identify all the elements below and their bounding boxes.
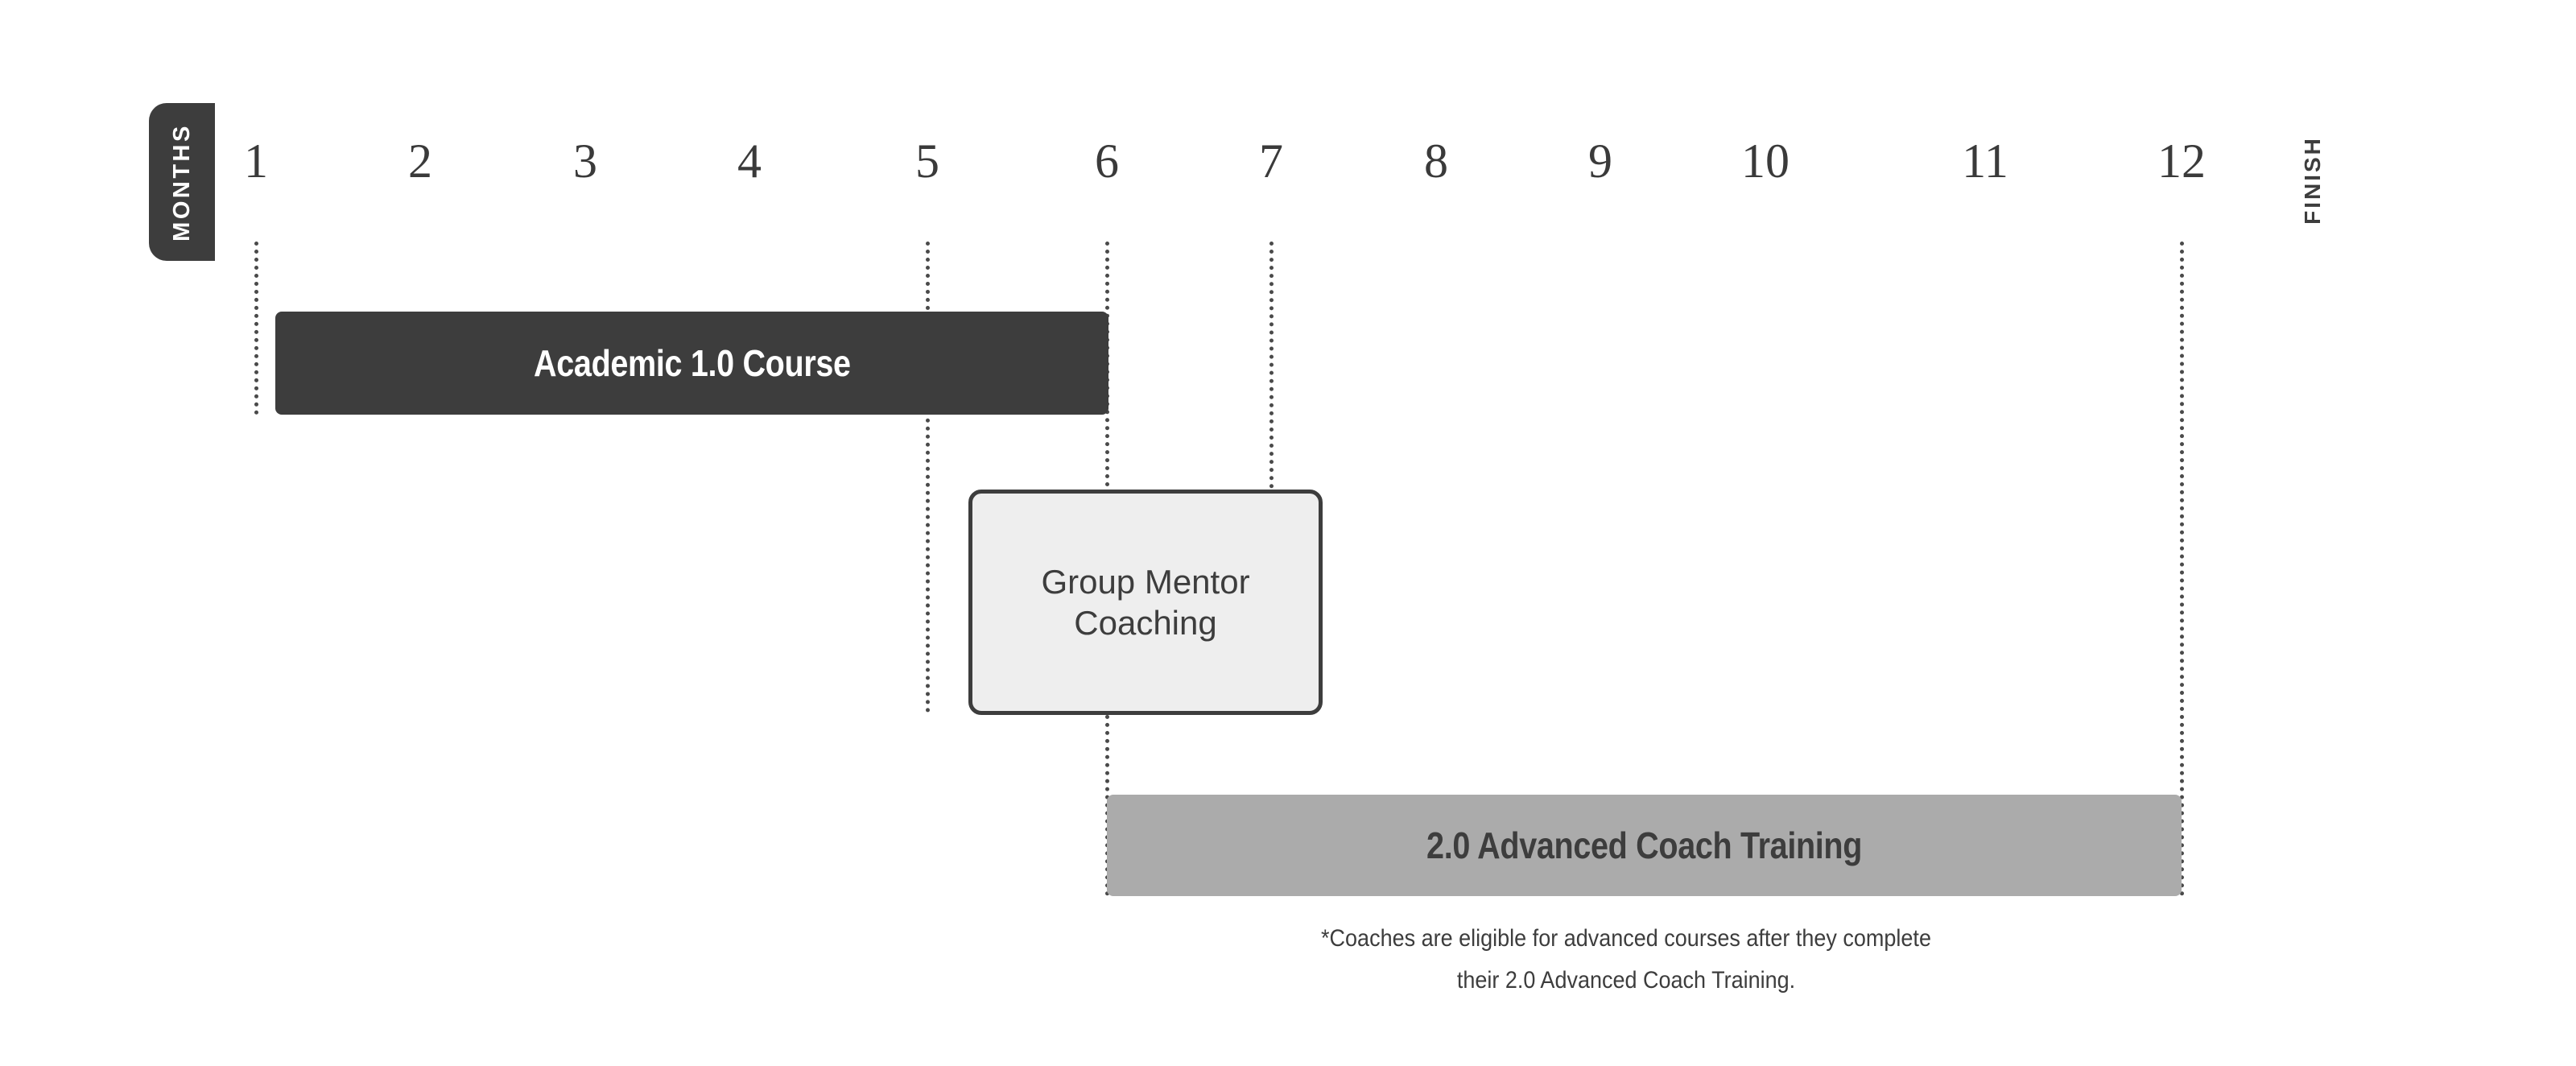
month-tick-3: 3 [573, 134, 597, 188]
month-tick-11: 11 [1962, 134, 2008, 188]
guide-line-month-5 [926, 242, 930, 713]
month-tick-7: 7 [1259, 134, 1283, 188]
task-bar-label: Academic 1.0 Course [533, 342, 851, 384]
months-axis-label: MONTHS [168, 122, 195, 242]
task-box-label-line1: Group Mentor [1041, 562, 1250, 601]
footnote: *Coaches are eligible for advanced cours… [1249, 918, 2003, 1001]
months-axis-badge: MONTHS [149, 103, 215, 261]
task-box-label: Group Mentor Coaching [1041, 561, 1249, 643]
finish-label: FINISH [2290, 105, 2322, 258]
month-tick-9: 9 [1588, 134, 1612, 188]
guide-line-month-1 [254, 242, 258, 415]
task-bar-advanced-coach-training[interactable]: 2.0 Advanced Coach Training [1107, 795, 2182, 896]
guide-line-month-12 [2180, 242, 2184, 896]
footnote-line-2: their 2.0 Advanced Coach Training. [1456, 966, 1796, 994]
month-tick-8: 8 [1424, 134, 1448, 188]
task-box-label-line2: Coaching [1074, 604, 1217, 642]
month-tick-4: 4 [737, 134, 762, 188]
month-tick-5: 5 [915, 134, 939, 188]
guide-line-month-7 [1269, 242, 1274, 715]
month-tick-2: 2 [408, 134, 432, 188]
task-bar-label: 2.0 Advanced Coach Training [1426, 824, 1863, 866]
month-tick-6: 6 [1095, 134, 1119, 188]
month-tick-10: 10 [1741, 134, 1790, 188]
task-box-group-mentor-coaching[interactable]: Group Mentor Coaching [968, 490, 1323, 715]
footnote-line-1: *Coaches are eligible for advanced cours… [1321, 925, 1931, 952]
task-bar-academic-1-0-course[interactable]: Academic 1.0 Course [275, 312, 1108, 415]
month-tick-12: 12 [2157, 134, 2206, 188]
month-tick-1: 1 [244, 134, 268, 188]
finish-label-text: FINISH [2300, 136, 2322, 225]
